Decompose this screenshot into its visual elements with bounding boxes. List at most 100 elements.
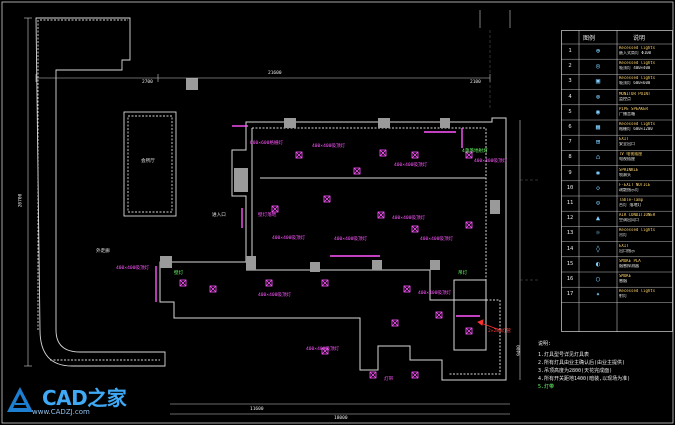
legend-symbol-icon: ▣ xyxy=(595,77,601,86)
fixture-marker xyxy=(295,151,303,159)
fixture-label: 吊灯 xyxy=(458,271,468,276)
legend-desc-cn: 喷淋头 xyxy=(619,172,631,177)
fixture-marker xyxy=(321,347,329,355)
legend-desc-cn: 安全出口 xyxy=(619,142,635,147)
ceiling-fixtures xyxy=(179,149,473,379)
fixture-marker xyxy=(377,211,385,219)
legend-header: 图例 说明 xyxy=(561,30,673,44)
legend-desc: AIR CONDITIONER xyxy=(619,213,656,218)
legend-row-number: 6 xyxy=(568,124,572,130)
light-strips xyxy=(155,125,480,317)
legend-row-number: 9 xyxy=(568,169,572,176)
note-line: 1.灯具型号详见灯具表 xyxy=(538,352,590,358)
note-line: 3.吊顶高度为2800(天花完成面) xyxy=(538,368,613,374)
note-line: 5.灯带 xyxy=(538,384,555,390)
legend-desc: EXIT xyxy=(619,137,629,142)
watermark-logo: CAD之家 www.CADZJ.com xyxy=(6,384,146,424)
legend-row-number: 16 xyxy=(566,276,574,282)
legend-desc: Table-lamp xyxy=(619,198,644,202)
legend-desc: F-EXIT NOTICE xyxy=(619,182,651,187)
legend-desc: Recessed lights xyxy=(619,289,656,294)
room-label-outside: 外走廊 xyxy=(96,249,110,254)
legend-desc-cn: 格栅灯 600×1200 xyxy=(619,127,653,131)
fixture-marker xyxy=(369,371,377,379)
legend-row-number: 17 xyxy=(566,291,574,298)
dim-right-vertical: 9400 xyxy=(516,345,522,356)
legend-symbol-icon: ▦ xyxy=(595,123,601,131)
legend-desc: Recessed lights xyxy=(619,61,656,66)
legend-desc: Recessed lights xyxy=(619,228,656,233)
fixture-label: 400×400吸顶灯 xyxy=(394,163,428,168)
legend-symbol-icon: ◉ xyxy=(595,107,601,116)
fixture-label: 400×400吸顶灯 xyxy=(334,237,368,242)
fixture-label: 2×28W灯管 xyxy=(488,329,512,334)
watermark-brand: CAD之家 xyxy=(42,386,127,410)
legend-table-grid xyxy=(561,30,673,332)
legend-desc-cn: 射灯 xyxy=(619,294,627,299)
fixture-label: 壁灯落地 xyxy=(258,213,277,218)
fixture-label: 400×400吸顶灯 xyxy=(116,266,150,271)
legend-desc-cn: 吊灯 xyxy=(619,233,627,238)
legend-row-number: 1 xyxy=(568,48,572,54)
legend-row-number: 10 xyxy=(566,184,574,191)
fixture-marker xyxy=(411,151,419,159)
main-hall-walls xyxy=(159,117,507,381)
dim-left-vertical: 20700 xyxy=(18,193,24,208)
grid-axes xyxy=(489,30,540,281)
fixture-marker xyxy=(391,319,399,327)
legend-row-number: 8 xyxy=(568,154,572,161)
lounge-room xyxy=(123,111,177,217)
fixture-label: 400×400吸顶灯 xyxy=(306,347,340,352)
dim-bottom-total: 18000 xyxy=(334,416,348,421)
legend-symbol-icon: ⊗ xyxy=(595,92,601,101)
legend-symbol-icon: ✱ xyxy=(595,168,601,177)
fixture-label: 400×400吸顶灯 xyxy=(420,237,454,242)
legend-desc: SMOKE xyxy=(619,274,632,278)
legend-symbol-icon: ⊕ xyxy=(595,47,601,55)
legend-desc-cn: 感烟 xyxy=(619,279,627,283)
legend-desc: Recessed lights xyxy=(619,76,656,81)
room-label-entrance: 进入口 xyxy=(212,213,226,218)
legend-row: 8⌂TV 电视插座电视插座 xyxy=(561,150,673,165)
legend-symbol-icon: ○ xyxy=(595,275,601,283)
fixture-marker xyxy=(271,205,279,213)
legend-symbol-icon: ⊙ xyxy=(595,199,601,207)
legend-col-desc: 说明 xyxy=(633,35,646,42)
legend-desc-cn: 烟感探测器 xyxy=(619,263,639,268)
fixture-marker xyxy=(465,221,473,229)
legend-desc: SPRINKLE xyxy=(619,167,639,172)
legend-desc-cn: 吸顶灯 600×600 xyxy=(619,81,651,86)
fixture-marker xyxy=(353,167,361,175)
legend-desc-cn: 嵌入式筒灯 Φ100 xyxy=(619,51,652,55)
legend-desc-cn: 电视插座 xyxy=(619,157,635,162)
fixture-marker xyxy=(321,279,329,287)
fixture-marker xyxy=(403,285,411,293)
columns xyxy=(160,78,500,272)
note-line: 4.所有开关距地1400(暗装,以现场为准) xyxy=(538,376,631,382)
legend-row-number: 3 xyxy=(568,78,572,85)
legend-desc: MONITOR POINT xyxy=(619,91,651,96)
fixture-label: 400×400吸顶灯 xyxy=(474,159,508,164)
fixture-label: 400×400吸顶灯 xyxy=(312,144,346,149)
dim-top-left-small: 2700 xyxy=(142,80,153,85)
fixture-marker xyxy=(265,279,273,287)
legend-row-number: 4 xyxy=(568,93,572,100)
legend-desc-cn: 广播音箱 xyxy=(619,111,635,116)
notes-title: 说明: xyxy=(538,341,552,347)
legend-row-number: 15 xyxy=(566,260,574,267)
legend-desc: TV 电视插座 xyxy=(619,152,643,157)
legend-desc-cn: 疏散指示灯 xyxy=(619,187,639,192)
